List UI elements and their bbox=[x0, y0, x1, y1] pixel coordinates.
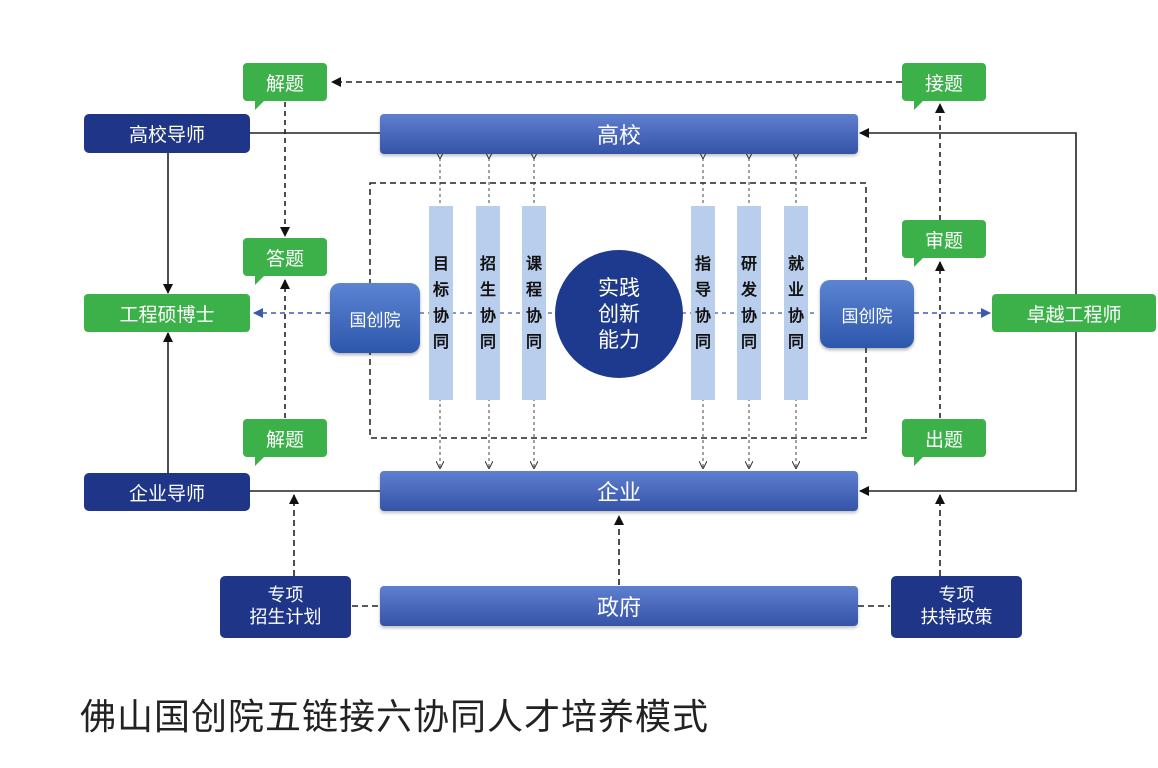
bubble-tail bbox=[914, 456, 924, 466]
column-char: 课 bbox=[525, 254, 542, 273]
bubble-tail bbox=[255, 275, 265, 285]
column-rd-synergy: 研 发 协 同 bbox=[737, 206, 761, 400]
bubble-solve-bottom: 解题 bbox=[243, 419, 327, 466]
node-engineering-graduates: 工程硕博士 bbox=[84, 294, 250, 332]
column-char: 同 bbox=[740, 332, 757, 351]
bubble-text: 解题 bbox=[243, 419, 327, 457]
bubble-tail bbox=[255, 456, 265, 466]
bubble-answer: 答题 bbox=[243, 238, 327, 285]
bubble-text: 解题 bbox=[243, 63, 327, 101]
node-enterprise-mentor: 企业导师 bbox=[84, 473, 250, 511]
column-char: 生 bbox=[479, 280, 496, 299]
column-char: 同 bbox=[432, 332, 449, 351]
node-university-mentor: 高校导师 bbox=[84, 114, 250, 153]
column-char: 同 bbox=[787, 332, 804, 351]
node-university: 高校 bbox=[380, 114, 858, 154]
bubble-tail bbox=[914, 257, 924, 267]
column-char: 导 bbox=[694, 280, 711, 299]
bubble-review: 审题 bbox=[902, 220, 986, 267]
center-line-3: 能力 bbox=[598, 328, 640, 353]
node-government: 政府 bbox=[380, 586, 858, 626]
column-char: 发 bbox=[740, 280, 757, 299]
bubble-tail bbox=[914, 100, 924, 110]
column-char: 就 bbox=[787, 254, 804, 273]
bubble-text: 答题 bbox=[243, 238, 327, 276]
column-char: 协 bbox=[525, 306, 542, 325]
node-special-support-policy: 专项 扶持政策 bbox=[891, 576, 1022, 638]
node-special-enrollment-plan: 专项 招生计划 bbox=[220, 576, 351, 638]
column-char: 协 bbox=[694, 306, 711, 325]
column-guidance-synergy: 指 导 协 同 bbox=[691, 206, 715, 400]
column-char: 同 bbox=[694, 332, 711, 351]
special-left-line-1: 专项 bbox=[267, 584, 304, 606]
column-employment-synergy: 就 业 协 同 bbox=[784, 206, 808, 400]
column-goal-synergy: 目 标 协 同 bbox=[429, 206, 453, 400]
center-line-1: 实践 bbox=[598, 275, 640, 300]
special-right-line-2: 扶持政策 bbox=[920, 607, 993, 628]
bubble-tail bbox=[255, 100, 265, 110]
column-char: 同 bbox=[525, 332, 542, 351]
node-excellent-engineer: 卓越工程师 bbox=[992, 294, 1156, 332]
column-char: 协 bbox=[740, 306, 757, 325]
bubble-solve-top: 解题 bbox=[243, 63, 327, 110]
bubble-text: 接题 bbox=[902, 63, 986, 101]
column-char: 协 bbox=[479, 306, 496, 325]
bubble-text: 出题 bbox=[902, 419, 986, 457]
column-char: 程 bbox=[525, 280, 542, 299]
column-enrollment-synergy: 招 生 协 同 bbox=[476, 206, 500, 400]
column-char: 业 bbox=[787, 280, 804, 299]
center-line-2: 创新 bbox=[598, 301, 640, 326]
column-char: 协 bbox=[787, 306, 804, 325]
node-institute-right: 国创院 bbox=[820, 280, 914, 348]
bubble-text: 审题 bbox=[902, 220, 986, 258]
column-char: 指 bbox=[694, 254, 711, 273]
bubble-pose-question: 出题 bbox=[902, 419, 986, 466]
column-char: 目 bbox=[432, 254, 449, 273]
node-enterprise: 企业 bbox=[380, 471, 858, 511]
figure-caption: 佛山国创院五链接六协同人才培养模式 bbox=[80, 697, 710, 738]
bubble-receive: 接题 bbox=[902, 63, 986, 110]
node-institute-left: 国创院 bbox=[330, 283, 420, 353]
special-left-line-2: 招生计划 bbox=[249, 607, 322, 628]
center-practice-innovation: 实践 创新 能力 bbox=[555, 250, 683, 378]
special-right-line-1: 专项 bbox=[938, 584, 975, 606]
column-char: 招 bbox=[479, 254, 496, 273]
column-char: 同 bbox=[479, 332, 496, 351]
column-char: 协 bbox=[432, 306, 449, 325]
column-char: 标 bbox=[432, 280, 449, 299]
column-curriculum-synergy: 课 程 协 同 bbox=[522, 206, 546, 400]
column-char: 研 bbox=[740, 254, 757, 273]
